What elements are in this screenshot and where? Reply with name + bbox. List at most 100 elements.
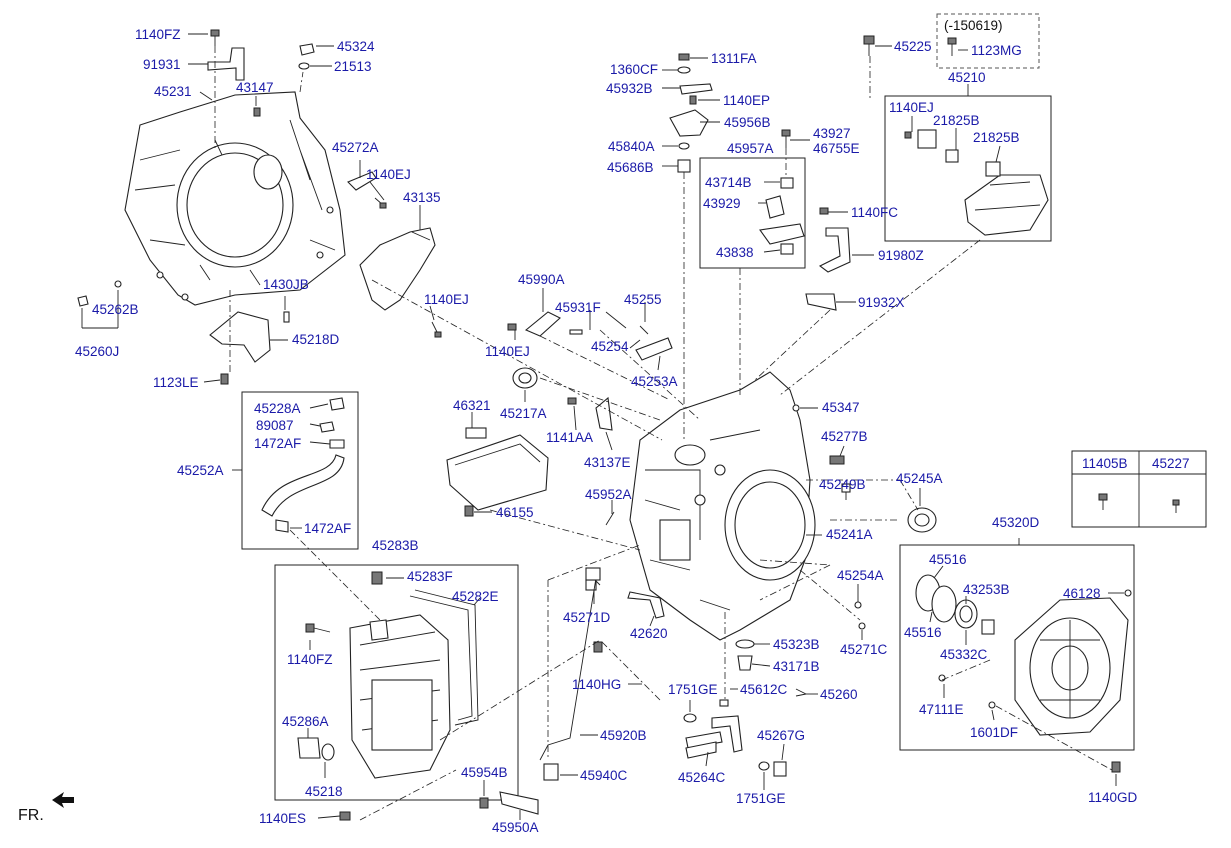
part-43147 [253, 107, 261, 117]
bolt-1140ES [339, 811, 351, 821]
label-45956B: 45956B [724, 115, 771, 130]
label-45950A: 45950A [492, 820, 539, 835]
bracket-45218D [209, 311, 271, 363]
leader-lines [81, 33, 1124, 820]
label-1140GD: 1140GD [1088, 790, 1138, 805]
label-45332C: 45332C [940, 647, 988, 662]
label-45283B: 45283B [372, 538, 419, 553]
label-91980Z: 91980Z [878, 248, 924, 263]
group-box-45320D [899, 544, 1135, 751]
dashed-assembly-lines [214, 46, 1113, 821]
label-1140EP: 1140EP [723, 93, 770, 108]
sensor-45940C [543, 763, 559, 781]
label-1601DF: 1601DF [970, 725, 1018, 740]
group-box-45283B [274, 564, 519, 801]
valve-body-45210 [904, 129, 1049, 236]
bolt-1123MG [947, 37, 957, 56]
label-45217A: 45217A [500, 406, 547, 421]
label-45241A: 45241A [826, 527, 873, 542]
label-45932B: 45932B [606, 81, 653, 96]
label-89087: 89087 [256, 418, 294, 433]
oring-1751GE-b [758, 761, 770, 771]
label-45255: 45255 [624, 292, 662, 307]
label-45320D: 45320D [992, 515, 1040, 530]
label-91931: 91931 [143, 57, 181, 72]
bracket-91932X [805, 293, 837, 311]
label-45282E: 45282E [452, 589, 499, 604]
sensor-42620 [627, 591, 665, 619]
label-1140EJ-d: 1140EJ [485, 344, 530, 359]
label-45231: 45231 [154, 84, 192, 99]
bracket-91980Z [818, 227, 851, 273]
label-46755E: 46755E [813, 141, 860, 156]
washer-45323B [735, 639, 755, 649]
label-47111E: 47111E [919, 702, 964, 717]
label-45347: 45347 [822, 400, 860, 415]
label-1140EJ-a: 1140EJ [366, 167, 411, 182]
label-45612C: 45612C [740, 682, 788, 697]
plug-45271C [858, 622, 866, 630]
front-direction-label: FR. [18, 807, 44, 824]
ring-45218 [321, 743, 335, 761]
plug-43171B [737, 655, 753, 671]
label-45252A: 45252A [177, 463, 224, 478]
plug-45324 [299, 43, 315, 56]
bolt-45347 [792, 404, 800, 412]
label-46128: 46128 [1063, 586, 1101, 601]
deflector-43135 [359, 227, 436, 311]
label-43838: 43838 [716, 245, 754, 260]
note-box-150619 [936, 13, 1040, 69]
guide-43137E [595, 396, 613, 431]
pin-1430JB [283, 311, 290, 323]
ring-21513 [298, 62, 310, 70]
label-45990A: 45990A [518, 272, 565, 287]
hose-45252A [261, 397, 345, 533]
label-1430JB: 1430JB [263, 277, 309, 292]
front-arrow-icon [52, 792, 74, 808]
label-45245A: 45245A [896, 471, 943, 486]
label-1472AF-b: 1472AF [304, 521, 351, 536]
label-45228A: 45228A [254, 401, 301, 416]
label-45323B: 45323B [773, 637, 820, 652]
bolt-1140FZ [210, 29, 220, 46]
nipple-45612C [719, 699, 729, 707]
sensor-45920B [539, 567, 601, 761]
label-1751GE-a: 1751GE [668, 682, 718, 697]
table-header-45227: 45227 [1152, 456, 1190, 471]
bracket-91931 [207, 47, 245, 81]
label-1140HG: 1140HG [572, 677, 621, 692]
label-1751GE-b: 1751GE [736, 791, 786, 806]
label-43171B: 43171B [773, 659, 820, 674]
label-45840A: 45840A [608, 139, 655, 154]
label-1140FZ: 1140FZ [135, 27, 181, 42]
label-45324: 45324 [337, 39, 375, 54]
label-45218: 45218 [305, 784, 343, 799]
label-21825B-b: 21825B [973, 130, 1020, 145]
bolt-46155 [464, 505, 474, 517]
table-header-11405B: 11405B [1082, 456, 1128, 471]
washer-1360CF [677, 66, 691, 74]
spring-45254 [639, 325, 649, 335]
bolt-1140EJ-a [374, 197, 387, 209]
label-1140FC: 1140FC [851, 205, 898, 220]
bolt-45225 [863, 35, 875, 56]
bearing-45332C [954, 599, 978, 629]
lever-45932B [679, 83, 713, 95]
bracket-45950A [499, 791, 539, 815]
rear-cover-45320D [1014, 597, 1129, 736]
bolt-1141AA [567, 397, 577, 405]
plug-43253B [981, 619, 995, 635]
label-45516-b: 45516 [904, 625, 942, 640]
plug-45283F [371, 571, 383, 585]
label-45686B: 45686B [607, 160, 654, 175]
label-1472AF-a: 1472AF [254, 436, 301, 451]
bolt-45277B [829, 455, 845, 465]
label-45262B: 45262B [92, 302, 139, 317]
label-1141AA: 1141AA [546, 430, 593, 445]
label-42620: 42620 [630, 626, 668, 641]
label-45249B: 45249B [819, 477, 866, 492]
oring-45516-b [931, 585, 957, 623]
label-45271C: 45271C [840, 642, 888, 657]
bolt-1140EP [689, 95, 697, 105]
label-1311FA: 1311FA [711, 51, 757, 66]
